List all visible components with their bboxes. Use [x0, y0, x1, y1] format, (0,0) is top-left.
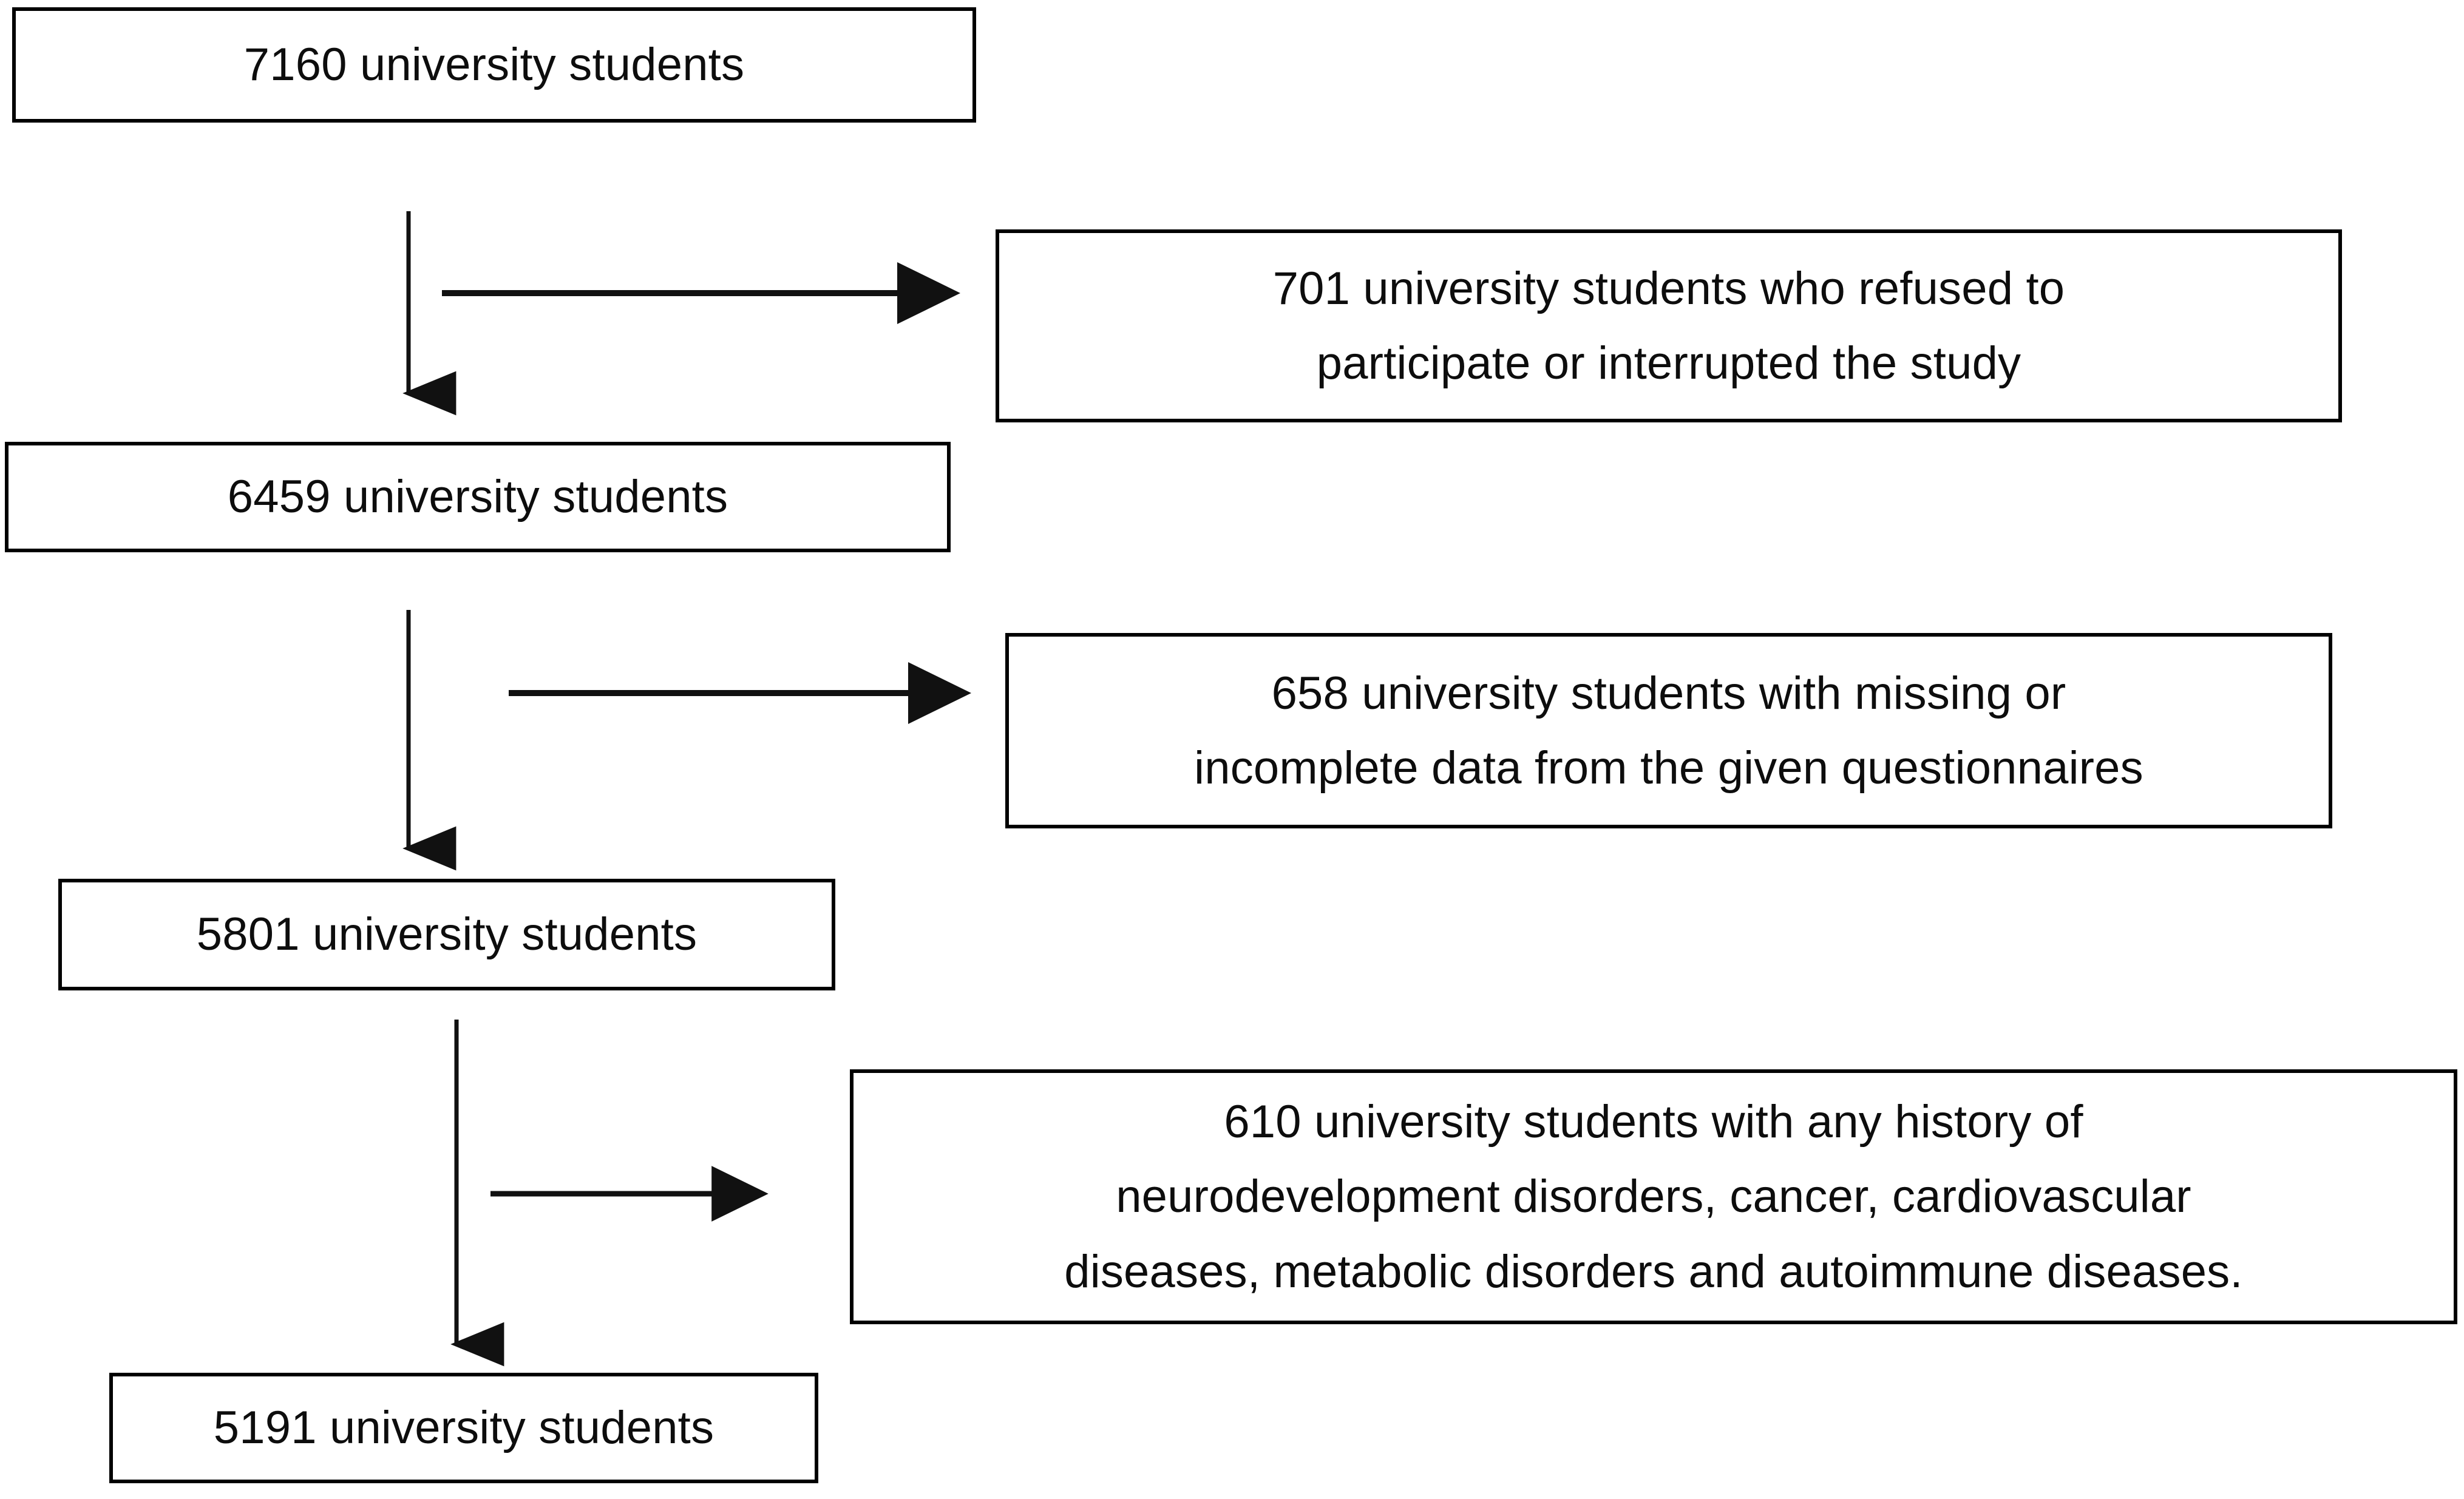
node-after-missing-data-label: 5801 university students [196, 909, 697, 961]
node-excluded-refused: 701 university students who refused to p… [996, 229, 2342, 422]
node-enrolled-label: 7160 university students [243, 39, 745, 91]
node-excluded-missing-data: 658 university students with missing or … [1005, 633, 2332, 828]
node-excluded-history: 610 university students with any history… [850, 1069, 2457, 1324]
node-final-sample: 5191 university students [109, 1373, 818, 1483]
node-after-missing-data: 5801 university students [58, 879, 835, 990]
node-excluded-history-label: 610 university students with any history… [1064, 1096, 2243, 1298]
node-enrolled: 7160 university students [12, 7, 976, 123]
node-excluded-missing-data-label: 658 university students with missing or … [1194, 667, 2143, 794]
node-final-sample-label: 5191 university students [213, 1402, 714, 1454]
node-excluded-refused-label: 701 university students who refused to p… [1272, 262, 2065, 389]
node-after-refusal: 6459 university students [5, 442, 951, 552]
node-after-refusal-label: 6459 university students [227, 471, 728, 523]
